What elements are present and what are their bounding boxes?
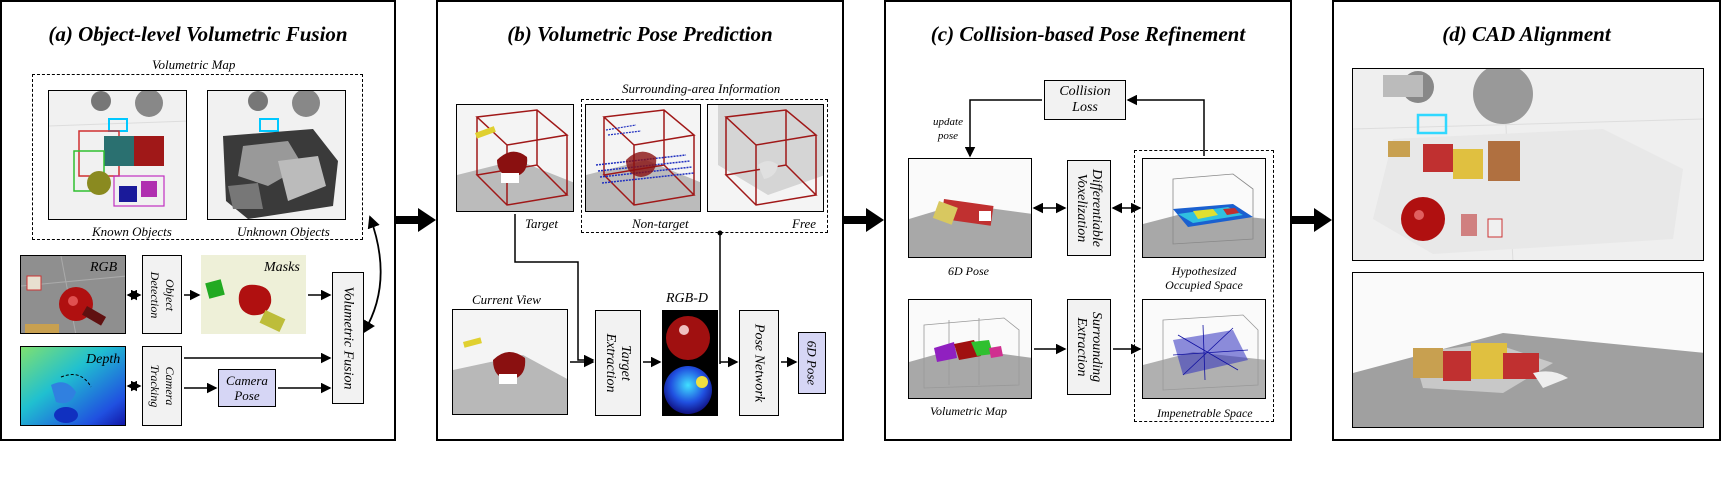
arrow-b-to-c (844, 208, 884, 232)
current-view-label: Current View (472, 292, 541, 307)
volumetric-map-label: Volumetric Map (152, 57, 236, 72)
collision-loss-box: Collision Loss (1044, 80, 1126, 120)
collision-loss-label: Collision Loss (1059, 84, 1111, 115)
masks-image (201, 255, 306, 334)
panel-b-title: (b) Volumetric Pose Prediction (507, 22, 773, 46)
impenetrable-space-label: Impenetrable Space (1157, 406, 1253, 420)
update-pose-label: update pose (933, 116, 963, 142)
free-image (707, 104, 824, 212)
volumetric-map-c-label: Volumetric Map (930, 404, 1007, 418)
non-target-image (585, 104, 701, 212)
camera-tracking-box: Camera Tracking (142, 346, 182, 426)
hypothesized-occupied-image (1142, 158, 1266, 258)
six-d-pose-label: 6D Pose (948, 264, 989, 278)
object-detection-box: Object Detection (142, 255, 182, 334)
rgbd-image (662, 310, 718, 416)
depth-label: Depth (86, 352, 121, 367)
unknown-objects-image (207, 90, 346, 220)
arrow-c-to-d (1292, 208, 1332, 232)
panel-cad-alignment: (d) CAD Alignment (1332, 0, 1721, 441)
surrounding-info-label: Surrounding-area Information (622, 81, 781, 96)
rgb-label: RGB (90, 260, 118, 275)
rgbd-label: RGB-D (666, 291, 708, 306)
panel-volumetric-pose-prediction: (b) Volumetric Pose Prediction Surroundi… (436, 0, 844, 441)
depth-image (20, 346, 126, 426)
camera-pose-box: Camera Pose (218, 369, 276, 407)
target-label: Target (525, 216, 558, 231)
panel-collision-based-pose-refinement: (c) Collision-based Pose Refinement Coll… (884, 0, 1292, 441)
known-objects-image (48, 90, 187, 220)
impenetrable-space-image (1142, 299, 1266, 399)
volumetric-fusion-box: Volumetric Fusion (332, 272, 364, 404)
panel-d-title: (d) CAD Alignment (1442, 22, 1611, 46)
panel-object-level-volumetric-fusion: (a) Object-level Volumetric Fusion Volum… (0, 0, 396, 441)
target-image (456, 104, 574, 212)
cad-alignment-scene-image (1352, 68, 1704, 261)
cad-alignment-model-image (1352, 272, 1704, 428)
free-label: Free (792, 216, 817, 231)
differentiable-voxelization-box: Differentiable Voxelization (1067, 160, 1111, 256)
surrounding-info-region (581, 99, 828, 233)
camera-pose-label: Camera Pose (226, 373, 268, 403)
rgb-image (20, 255, 126, 334)
masks-label: Masks (264, 260, 300, 275)
non-target-label: Non-target (632, 216, 689, 231)
six-d-pose-output-box: 6D Pose (798, 332, 826, 394)
arrow-a-to-b (396, 208, 436, 232)
panel-a-title: (a) Object-level Volumetric Fusion (48, 22, 348, 46)
hypothesized-occupied-label: Hypothesized Occupied Space (1165, 264, 1243, 292)
current-view-image (452, 309, 568, 415)
unknown-objects-label: Unknown Objects (237, 224, 330, 239)
surrounding-extraction-box: Surrounding Extraction (1067, 299, 1111, 395)
volumetric-map-region (32, 74, 363, 240)
panel-c-title: (c) Collision-based Pose Refinement (930, 22, 1246, 46)
known-objects-label: Known Objects (92, 224, 172, 239)
target-extraction-box: Target Extraction (595, 310, 641, 416)
pose-network-box: Pose Network (739, 310, 779, 416)
six-d-pose-image (908, 158, 1032, 258)
volumetric-map-image (908, 299, 1032, 399)
